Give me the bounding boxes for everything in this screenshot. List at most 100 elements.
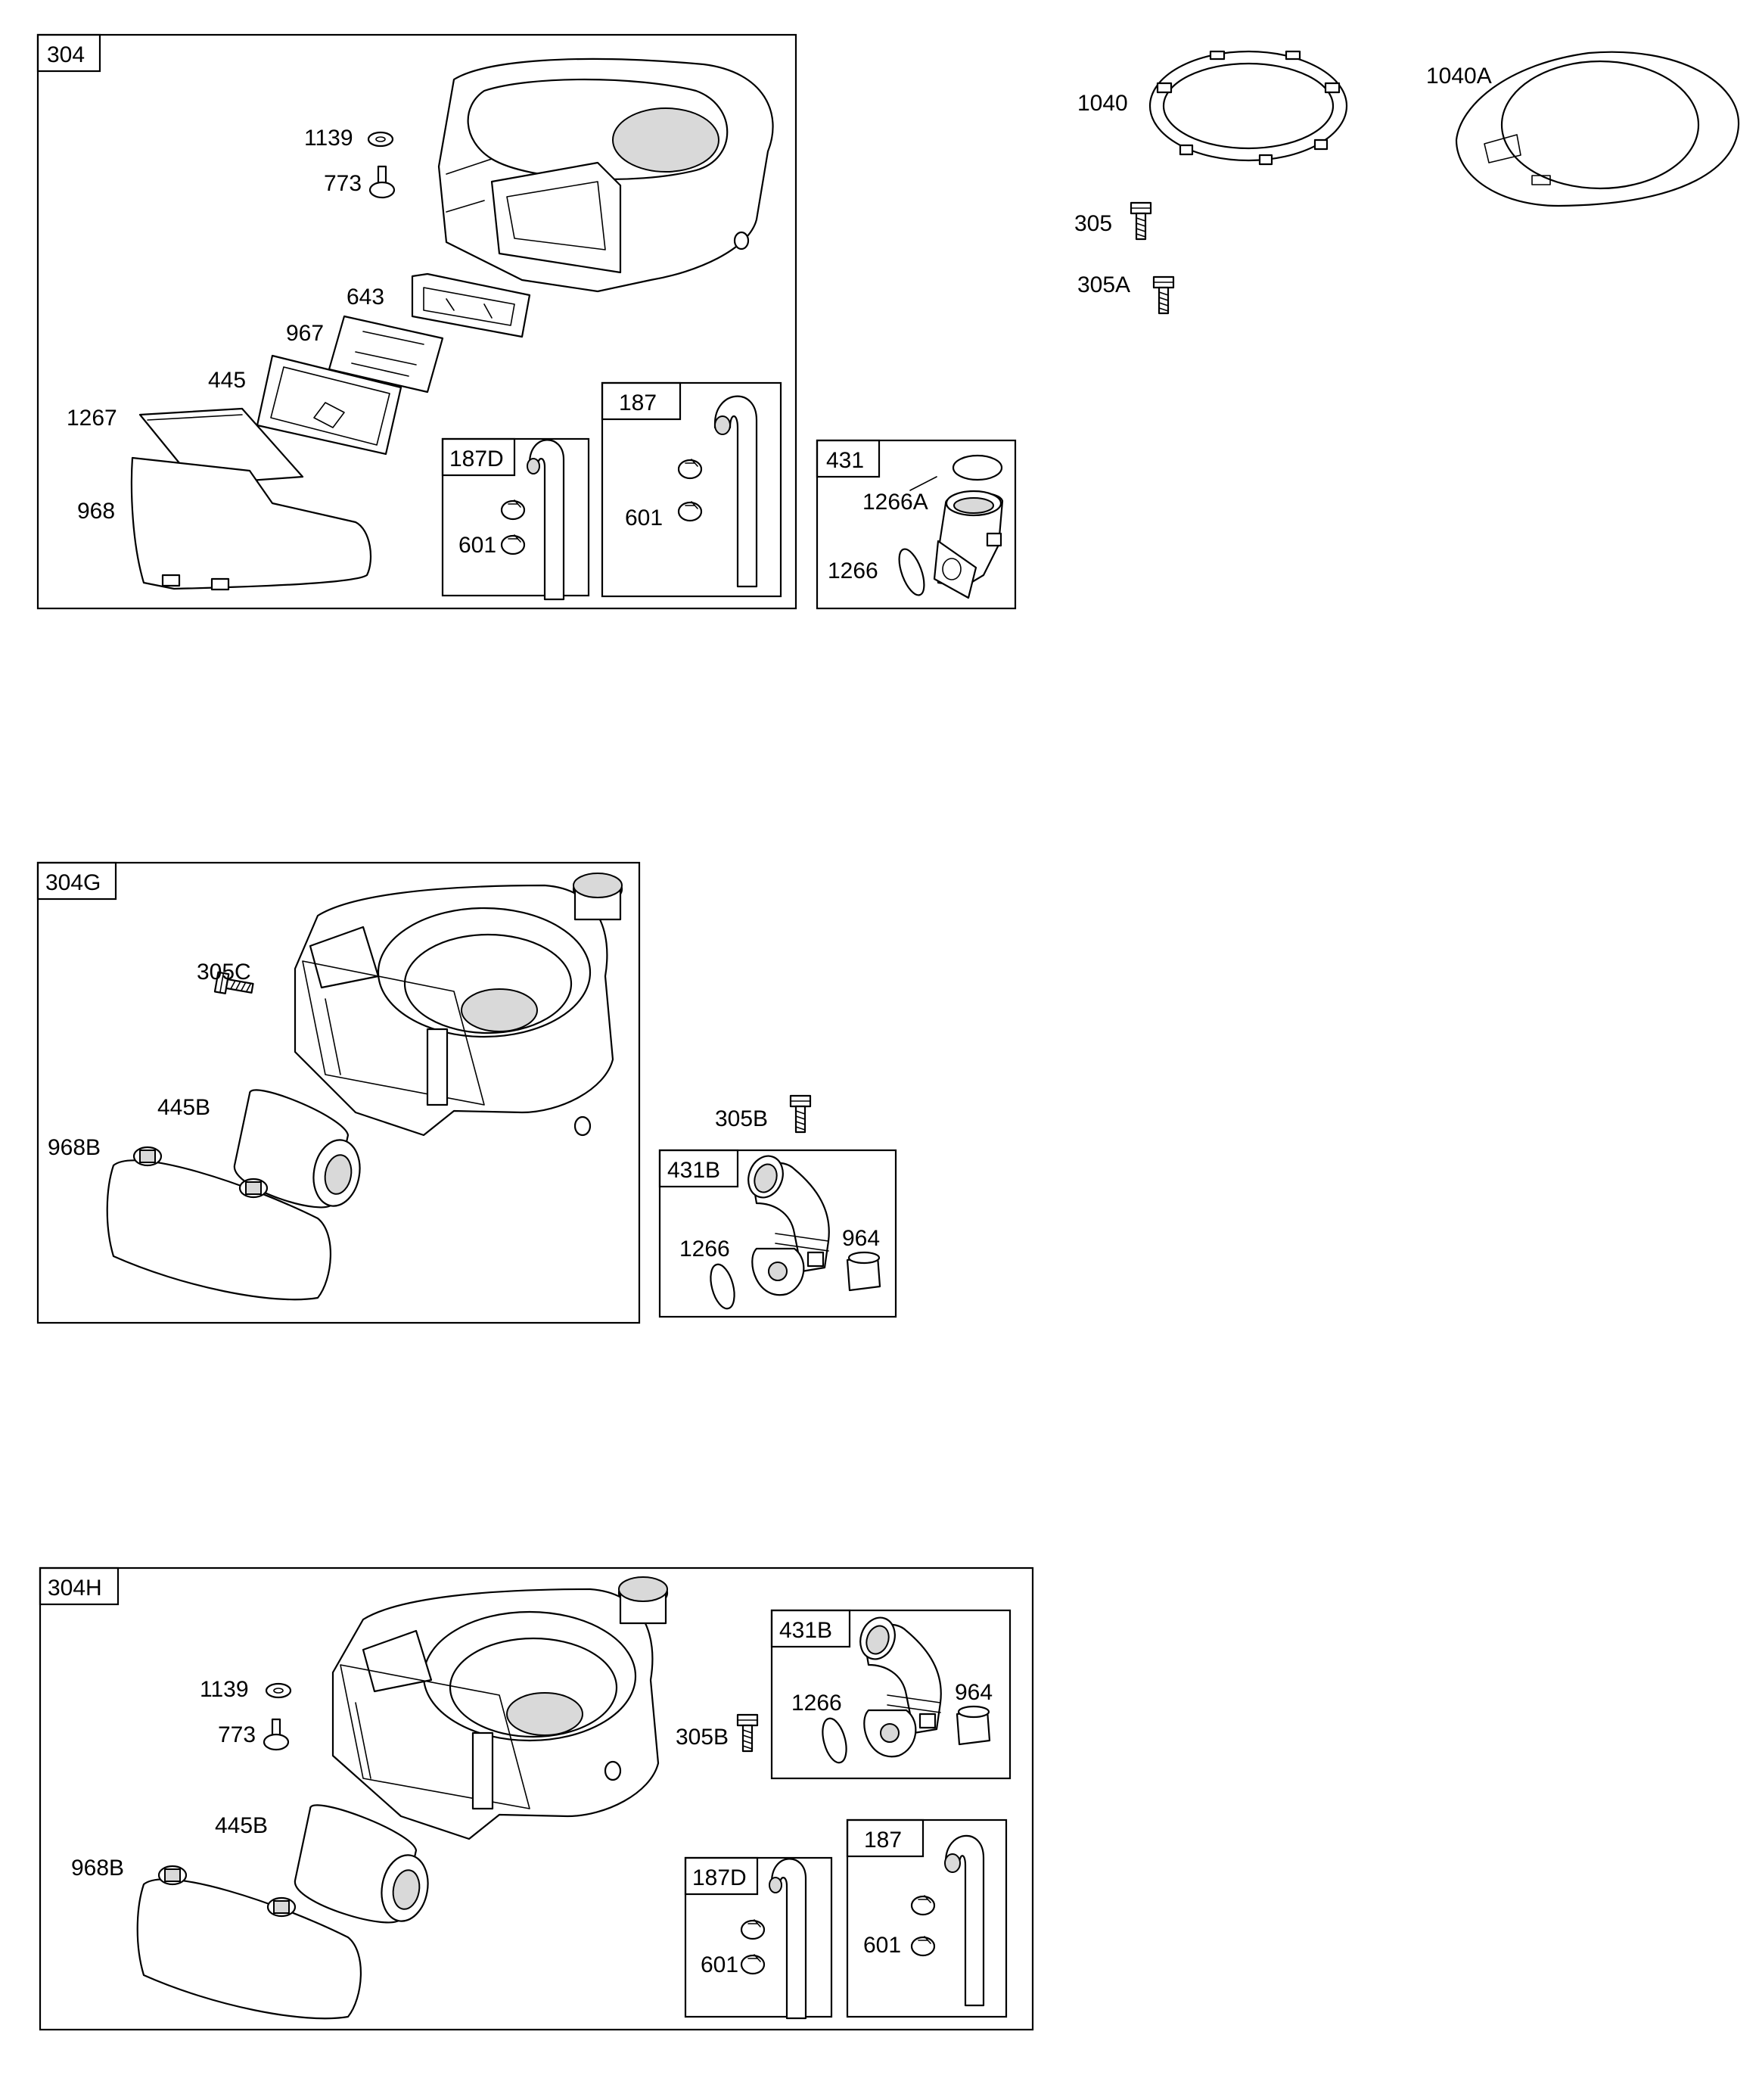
filter-445B-h-illustration bbox=[294, 1804, 429, 1924]
tube-187-illustration bbox=[713, 395, 758, 588]
group-431B-h-tag: 431B bbox=[779, 1618, 832, 1643]
group-187-h-frame bbox=[846, 1818, 1008, 2018]
label-968: 968 bbox=[77, 499, 115, 524]
label-1266-431B: 1266 bbox=[679, 1237, 730, 1262]
group-304-tag: 304 bbox=[47, 42, 85, 67]
group-431B-tag-box bbox=[658, 1149, 739, 1188]
oring-1266-illustration bbox=[898, 548, 925, 596]
blower-housing-304G-illustration bbox=[294, 873, 623, 1137]
label-305C: 305C bbox=[197, 960, 251, 985]
group-431B-h: 431B 1266 964 bbox=[770, 1609, 1012, 1780]
group-187-h: 187 601 bbox=[846, 1818, 1008, 2018]
group-431-tag-box bbox=[816, 439, 881, 478]
bolt-305A bbox=[1152, 275, 1175, 315]
label-305B: 305B bbox=[715, 1106, 768, 1131]
oring-1266-431B-h-illustration bbox=[822, 1717, 847, 1764]
label-601-187: 601 bbox=[625, 506, 663, 530]
elbow-431-illustration bbox=[933, 490, 1004, 599]
ring-1040 bbox=[1148, 50, 1348, 166]
clamp-601-d-illustration bbox=[677, 500, 703, 522]
bracket-643-illustration bbox=[411, 272, 531, 338]
label-1267: 1267 bbox=[67, 406, 117, 431]
label-601: 601 bbox=[458, 533, 496, 558]
filter-445-illustration bbox=[256, 354, 402, 456]
group-187-h-tag: 187 bbox=[864, 1828, 902, 1853]
label-1040A: 1040A bbox=[1426, 64, 1492, 89]
ring-1040A bbox=[1455, 51, 1740, 207]
pin-773-illustration bbox=[368, 165, 396, 199]
label-305B-h: 305B bbox=[676, 1725, 729, 1750]
group-187-tag-box bbox=[601, 381, 682, 421]
label-967: 967 bbox=[286, 321, 324, 346]
label-1266: 1266 bbox=[828, 558, 878, 583]
group-304: 304 1139 773 643 bbox=[36, 33, 797, 610]
blower-housing-304-illustration bbox=[437, 58, 774, 293]
oring-1266A-illustration bbox=[952, 454, 1003, 481]
decal-967-illustration bbox=[328, 315, 444, 394]
clamp-601-c-illustration bbox=[677, 458, 703, 480]
group-304G-frame bbox=[36, 861, 641, 1324]
elbow-431B-illustration bbox=[747, 1155, 830, 1296]
tube-187D-illustration bbox=[526, 439, 565, 601]
group-431B-tag: 431B bbox=[667, 1158, 720, 1183]
sleeve-964-h-illustration bbox=[956, 1705, 991, 1746]
tube-187D-h-illustration bbox=[768, 1858, 807, 2020]
label-445B-h: 445B bbox=[215, 1813, 268, 1838]
clamp-601-f-illustration bbox=[740, 1953, 766, 1975]
clamp-601-e-illustration bbox=[740, 1918, 766, 1940]
label-305: 305 bbox=[1074, 211, 1112, 236]
filter-445B-illustration bbox=[233, 1089, 361, 1209]
bolt-305 bbox=[1130, 201, 1152, 241]
blower-housing-304H-illustration bbox=[331, 1576, 669, 1840]
label-1139: 1139 bbox=[304, 126, 353, 151]
label-1266A: 1266A bbox=[862, 490, 928, 515]
label-968B-h: 968B bbox=[71, 1856, 124, 1881]
group-187-h-tag-box bbox=[846, 1818, 925, 1858]
group-304H: 304H 1139 773 bbox=[39, 1566, 1034, 2031]
label-1040: 1040 bbox=[1077, 91, 1128, 116]
group-431-frame bbox=[816, 439, 1017, 610]
group-187D-tag-box bbox=[441, 437, 516, 477]
bolt-305B-illustration bbox=[789, 1094, 812, 1134]
label-773-h: 773 bbox=[218, 1722, 256, 1747]
label-445B: 445B bbox=[157, 1095, 210, 1120]
group-304H-tag: 304H bbox=[48, 1576, 102, 1601]
precleaner-1267-illustration bbox=[138, 407, 304, 486]
group-187-frame bbox=[601, 381, 782, 598]
group-187: 187 601 bbox=[601, 381, 782, 598]
leader-1266A bbox=[909, 476, 937, 491]
group-431B: 431B 1266 964 bbox=[658, 1149, 897, 1318]
washer-1139-illustration bbox=[367, 131, 394, 148]
label-964: 964 bbox=[842, 1226, 880, 1251]
group-304G: 304G 305C 445B bbox=[36, 861, 641, 1324]
label-964-h: 964 bbox=[955, 1680, 993, 1705]
group-431: 431 1266A 1266 bbox=[816, 439, 1017, 610]
sleeve-964-illustration bbox=[846, 1251, 881, 1292]
washer-1139-h-illustration bbox=[265, 1682, 292, 1699]
bolt-305B-h-illustration bbox=[736, 1713, 759, 1753]
cover-968-illustration bbox=[130, 456, 372, 591]
group-304G-tag-box bbox=[36, 861, 117, 901]
cover-968B-illustration bbox=[106, 1146, 331, 1301]
group-187D: 187D 601 bbox=[441, 437, 590, 601]
clamp-601-h-illustration bbox=[910, 1935, 936, 1957]
group-187D-h: 187D 601 bbox=[684, 1856, 833, 2020]
group-187D-h-frame bbox=[684, 1856, 833, 2018]
group-304-frame bbox=[36, 33, 797, 610]
group-187-tag: 187 bbox=[619, 390, 657, 415]
group-431B-frame bbox=[658, 1149, 897, 1318]
group-187D-h-tag-box bbox=[684, 1856, 759, 1896]
label-968B: 968B bbox=[48, 1135, 101, 1160]
oring-1266-431B-illustration bbox=[710, 1263, 735, 1310]
label-773: 773 bbox=[324, 171, 362, 196]
clamp-601-a-illustration bbox=[500, 499, 526, 521]
group-304-tag-box bbox=[36, 33, 101, 73]
label-445: 445 bbox=[208, 368, 246, 393]
elbow-431B-h-illustration bbox=[859, 1616, 942, 1758]
group-304H-tag-box bbox=[39, 1566, 120, 1606]
label-643: 643 bbox=[347, 285, 384, 310]
label-1266-431B-h: 1266 bbox=[791, 1691, 842, 1716]
group-187D-frame bbox=[441, 437, 590, 597]
cover-968B-h-illustration bbox=[136, 1865, 362, 2020]
